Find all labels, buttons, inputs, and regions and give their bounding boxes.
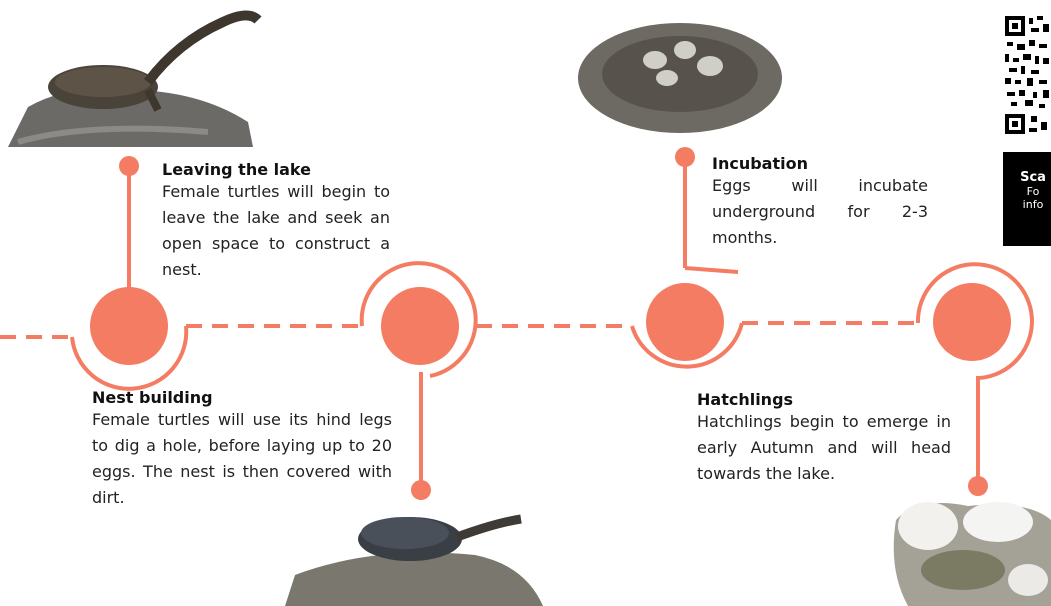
dot-4: [968, 476, 988, 496]
qr-label-line2: Fo: [1003, 185, 1051, 198]
connector-3b: [685, 268, 738, 272]
step-circle-4: [933, 283, 1011, 361]
step-title: Nest building: [92, 388, 392, 407]
step-title: Leaving the lake: [162, 160, 390, 179]
hatchlings-photo: [888, 500, 1051, 606]
step-incubation: Incubation Eggs will incubate undergroun…: [712, 154, 928, 251]
qr-label-box: Sca Fo info: [1003, 152, 1051, 246]
turtle-on-rock-photo: [8, 2, 263, 147]
step-title: Hatchlings: [697, 390, 951, 409]
qr-code-icon[interactable]: [1003, 14, 1051, 138]
step-nest-building: Nest building Female turtles will use it…: [92, 388, 392, 511]
step-circle-1: [90, 287, 168, 365]
step-text: Female turtles will use its hind legs to…: [92, 407, 392, 511]
step-text: Female turtles will begin to leave the l…: [162, 179, 390, 283]
turtle-on-ground-photo: [285, 505, 545, 606]
step-circle-2: [381, 287, 459, 365]
step-hatchlings: Hatchlings Hatchlings begin to emerge in…: [697, 390, 951, 487]
qr-label-line1: Sca: [1003, 170, 1051, 185]
step-text: Hatchlings begin to emerge in early Autu…: [697, 409, 951, 487]
turtle-eggs-nest-photo: [575, 16, 785, 136]
step-leaving-lake: Leaving the lake Female turtles will beg…: [162, 160, 390, 283]
dot-3: [675, 147, 695, 167]
step-circle-3: [646, 283, 724, 361]
step-title: Incubation: [712, 154, 928, 173]
dot-2: [411, 480, 431, 500]
dot-1: [119, 156, 139, 176]
step-text: Eggs will incubate underground for 2-3 m…: [712, 173, 928, 251]
qr-label-line3: info: [1003, 198, 1051, 211]
